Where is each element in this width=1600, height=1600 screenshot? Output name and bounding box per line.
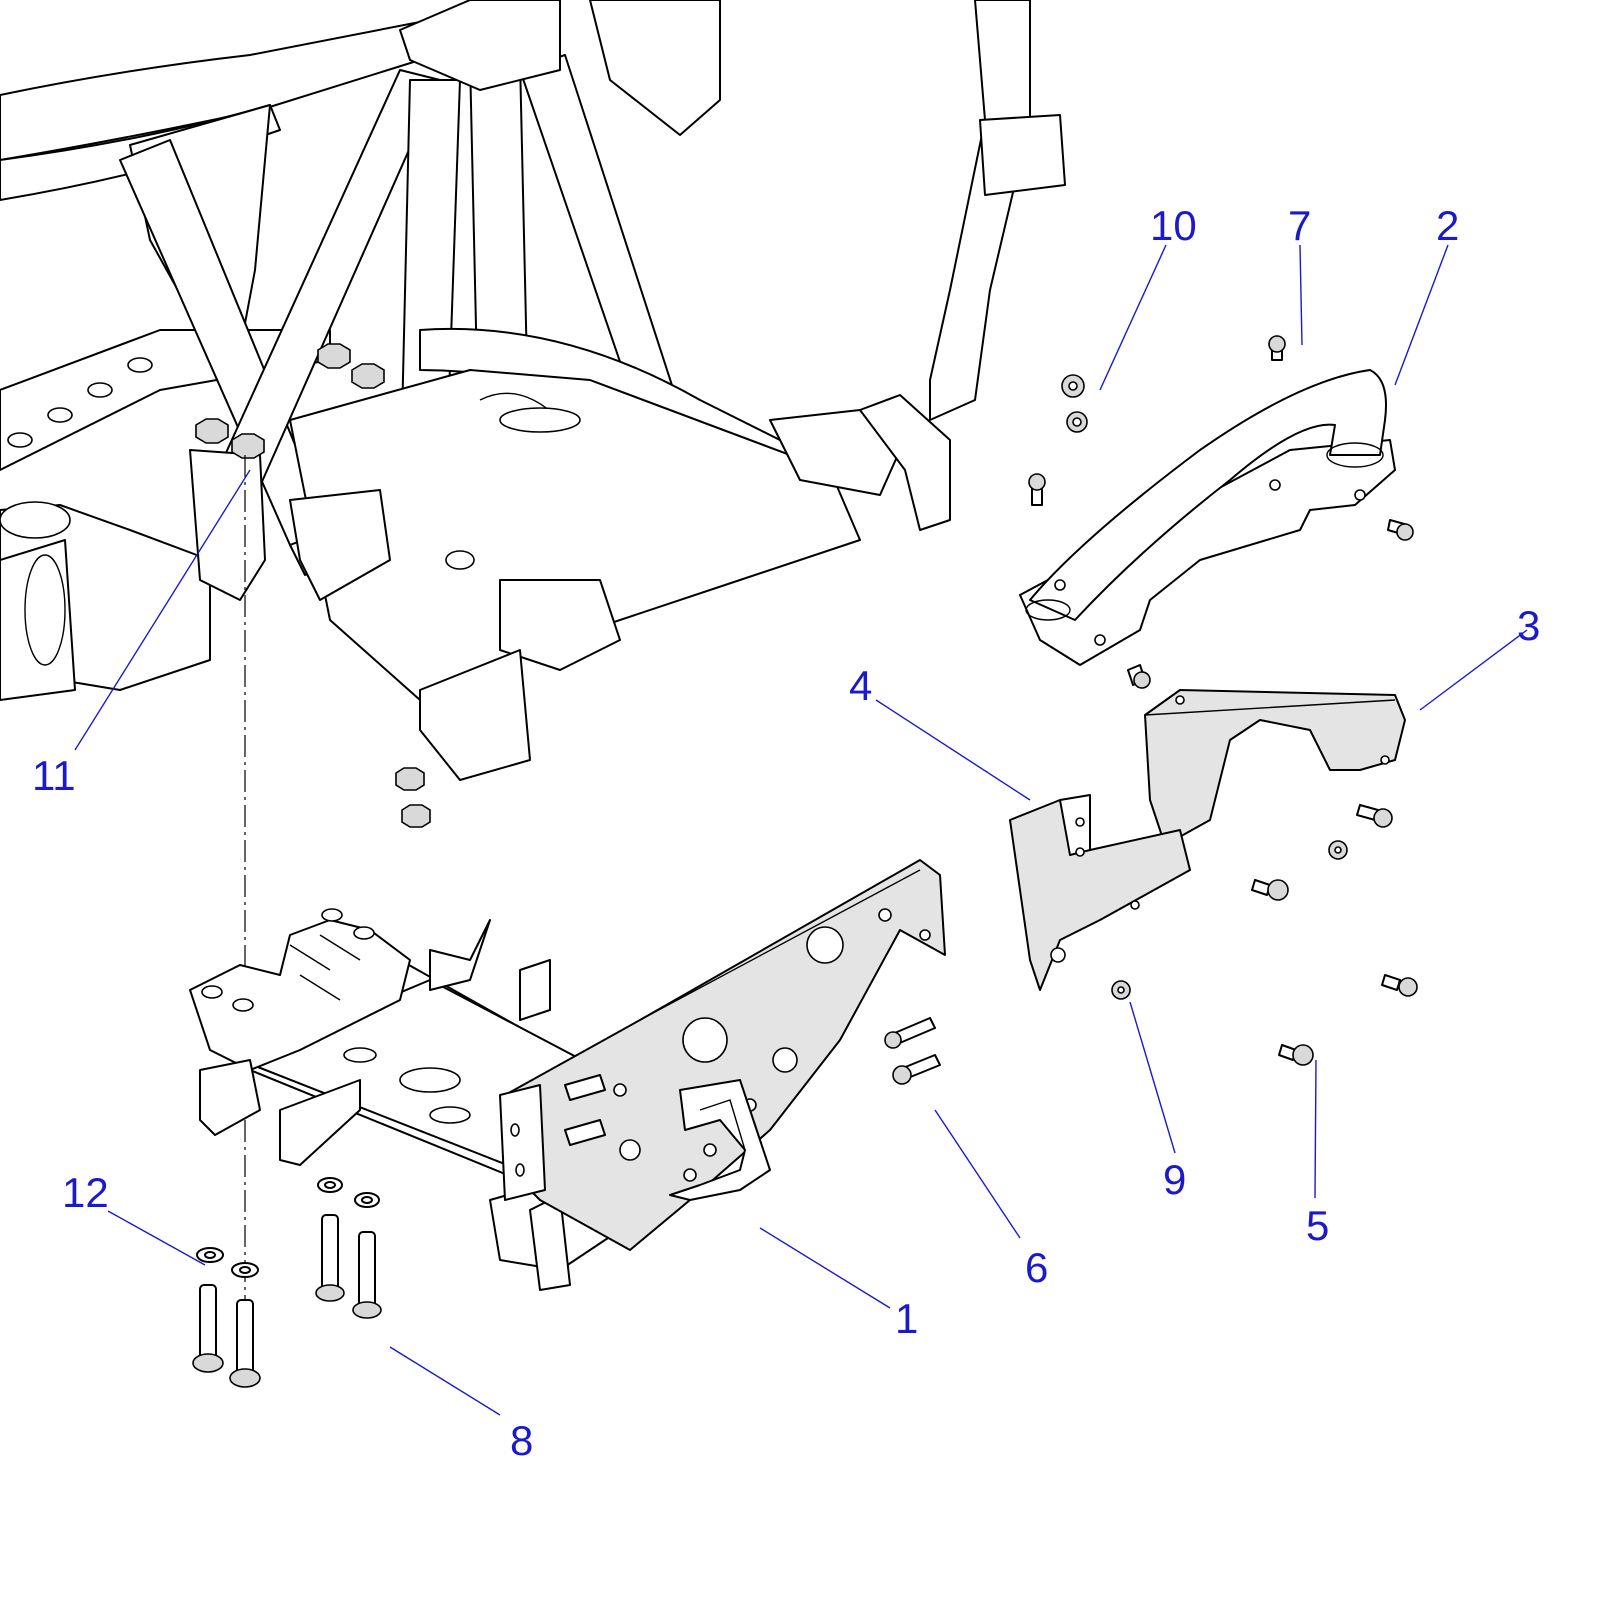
callout-4: 4 [849, 662, 872, 709]
callout-2: 2 [1436, 202, 1459, 249]
leader-4 [875, 699, 1031, 801]
leader-5 [1314, 1059, 1317, 1199]
part-3-bracket [1144, 689, 1406, 846]
leader-2 [1394, 244, 1449, 386]
frame-nuts [195, 343, 385, 459]
callout-7: 7 [1288, 202, 1311, 249]
part-8-bolts [315, 1177, 382, 1319]
leader-8 [389, 1346, 501, 1416]
callout-3: 3 [1517, 602, 1540, 649]
leader-6 [934, 1109, 1021, 1239]
part-5-and-9-fasteners [1111, 804, 1418, 1066]
part-1-bumper-mount [189, 859, 946, 1291]
vehicle-frame [0, 0, 1066, 781]
part-7-and-10-fasteners [1028, 335, 1414, 689]
callout-12: 12 [62, 1169, 109, 1216]
part-6-bolts [884, 1017, 941, 1085]
loose-nuts [395, 767, 431, 828]
leader-12 [107, 1210, 206, 1266]
part-4-bracket [1009, 794, 1191, 991]
leader-9 [1129, 1001, 1176, 1154]
leader-lines [74, 244, 1528, 1416]
leader-7 [1299, 244, 1303, 346]
callout-10: 10 [1150, 202, 1197, 249]
leader-1 [759, 1227, 891, 1309]
leader-11 [74, 469, 251, 751]
callout-6: 6 [1025, 1244, 1048, 1291]
callout-5: 5 [1306, 1202, 1329, 1249]
leader-10 [1099, 244, 1167, 391]
part-2-tube-bracket [1019, 369, 1396, 666]
callout-11: 11 [32, 752, 76, 799]
callout-8: 8 [510, 1417, 533, 1464]
callout-9: 9 [1163, 1156, 1186, 1203]
callout-labels: 1 2 3 4 5 6 7 8 9 10 11 12 [32, 202, 1540, 1464]
leader-3 [1419, 629, 1528, 711]
part-12-bolts [192, 1247, 261, 1388]
callout-1: 1 [895, 1295, 918, 1342]
frame-rail-holes [7, 357, 153, 448]
